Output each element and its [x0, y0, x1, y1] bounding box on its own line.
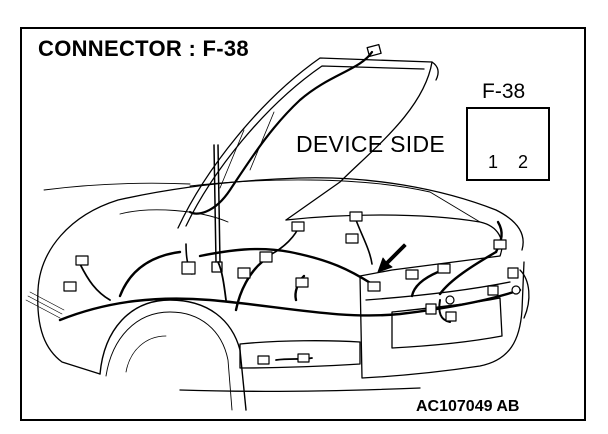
- connector-face-outline: [466, 107, 550, 181]
- diagram-frame: [20, 27, 586, 421]
- device-side-label: DEVICE SIDE: [296, 131, 446, 157]
- harness-connectors: [63, 211, 521, 365]
- connector-id-label: F-38: [482, 80, 526, 103]
- diagram-title: CONNECTOR : F-38: [34, 36, 253, 62]
- pointer-arrow: [377, 243, 407, 273]
- figure-code: AC107049 AB: [416, 398, 520, 415]
- car-body: [25, 177, 530, 411]
- antenna: [211, 144, 223, 273]
- terminal-1-label: 1: [487, 152, 498, 172]
- terminal-2-label: 2: [517, 152, 528, 172]
- open-hood: [177, 43, 439, 229]
- wiring-harness: [58, 219, 522, 361]
